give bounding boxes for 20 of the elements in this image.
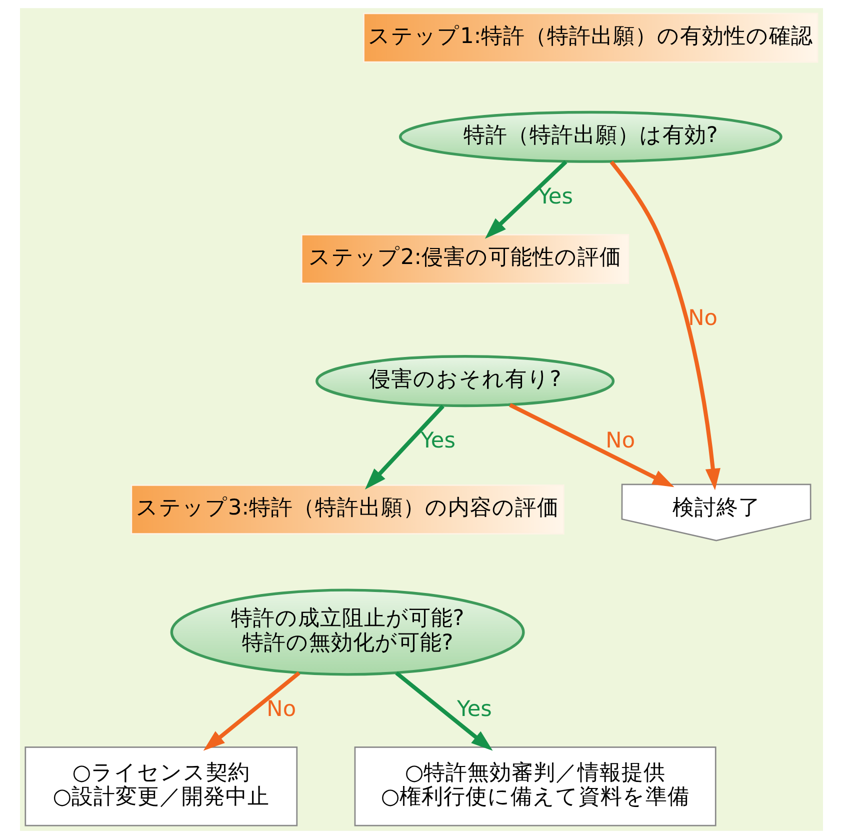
node-box: ○ライセンス契約 ○設計変更／開発中止 [24,746,298,826]
edge-label: Yes [538,184,573,210]
arrow [202,671,300,751]
arrow [364,404,444,490]
arrow [609,160,720,490]
edge-label: No [605,428,635,454]
node-box: ステップ2:侵害の可能性の評価 [300,234,629,284]
arrow [484,160,567,239]
node-ellipse: 特許（特許出願）は有効? [398,110,782,163]
edge-label: No [266,696,296,722]
arrow [508,403,674,488]
node-box: ステップ3:特許（特許出願）の内容の評価 [130,484,564,535]
node-ellipse: 侵害のおそれ有り? [315,355,614,408]
edge-label: Yes [456,696,492,722]
node-box: ○特許無効審判／情報提供 ○権利行使に備えて資料を準備 [354,746,716,826]
edge-label: No [688,306,717,331]
node-box: ステップ1:特許（特許出願）の有効性の確認 [362,12,818,63]
arrow [394,671,492,751]
node-ellipse: 特許の成立阻止が可能? 特許の無効化が可能? [170,588,524,676]
edge-label: Yes [420,428,455,454]
